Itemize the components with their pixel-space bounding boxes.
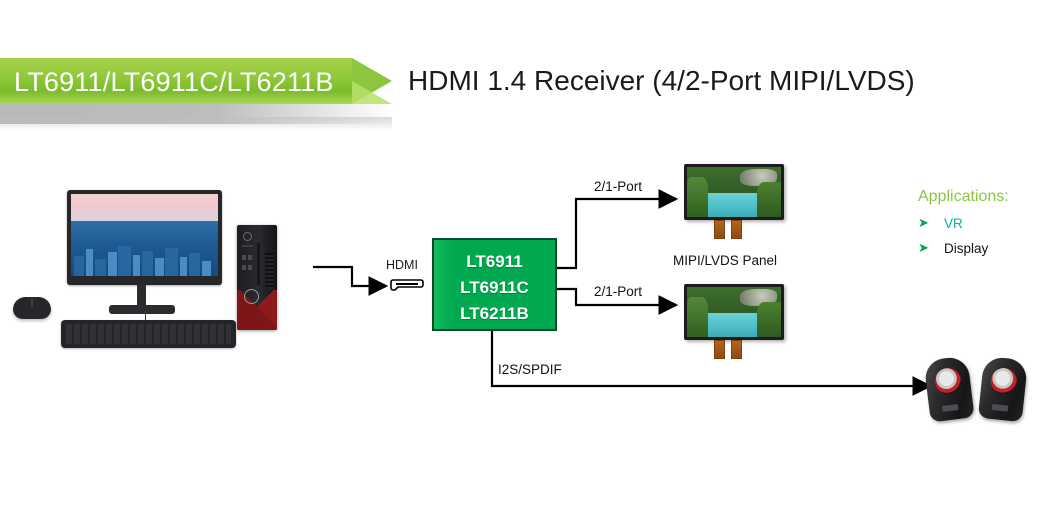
banner-shadow-fade <box>0 117 392 131</box>
banner-arrow-tip-highlight <box>352 81 392 104</box>
monitor-stand-neck <box>137 285 146 307</box>
speaker-cone <box>989 366 1019 396</box>
arrow-bullet-icon: ➤ <box>918 240 929 255</box>
application-item-display: ➤ Display <box>918 240 1038 256</box>
hdmi-label: HDMI <box>386 258 418 272</box>
application-label: Display <box>944 240 989 256</box>
panel-caption: MIPI/LVDS Panel <box>673 253 778 268</box>
desktop-tower <box>237 225 277 330</box>
speaker-left <box>923 355 975 423</box>
monitor-screen <box>71 194 218 276</box>
panel-flex-cable <box>731 220 742 239</box>
monitor <box>67 190 222 285</box>
mouse <box>13 297 51 319</box>
power-button-icon <box>243 232 252 241</box>
arrow-bullet-icon: ➤ <box>918 215 929 230</box>
banner-body <box>0 58 352 104</box>
panel-flex-cable <box>714 340 725 359</box>
application-label: VR <box>944 215 963 231</box>
mipi-lvds-panel-top <box>684 164 784 239</box>
mipi-lvds-panel-bottom <box>684 284 784 359</box>
speakers-illustration <box>923 352 1035 424</box>
speaker-right <box>977 355 1029 423</box>
wire-pc-to-hdmi <box>313 265 389 296</box>
panel-flex-cable <box>731 340 742 359</box>
wire-label-out-bottom: 2/1-Port <box>594 284 643 299</box>
panel-flex-cable <box>714 220 725 239</box>
chip-line-1: LT6911 <box>466 252 523 271</box>
source-computer-illustration <box>5 180 277 355</box>
dell-logo <box>244 289 259 304</box>
applications-list: Applications: ➤ VR ➤ Display <box>918 188 1038 256</box>
wire-chip-to-panel-top <box>557 189 679 270</box>
chip-block-lt6911[interactable]: LT6911 LT6911C LT6211B <box>432 238 557 331</box>
wallpaper-buildings <box>71 238 218 276</box>
section-banner: LT6911/LT6911C/LT6211B <box>0 58 400 104</box>
wire-label-audio: I2S/SPDIF <box>498 362 562 377</box>
monitor-stand-base <box>109 305 175 314</box>
wire-label-out-top: 2/1-Port <box>594 179 643 194</box>
hdmi-port-icon <box>390 279 424 291</box>
banner-label: LT6911/LT6911C/LT6211B <box>14 67 334 97</box>
keyboard <box>61 320 236 348</box>
wallpaper-city <box>71 221 218 276</box>
application-item-vr: ➤ VR <box>918 215 1038 231</box>
speaker-cone <box>933 366 963 396</box>
page-title: HDMI 1.4 Receiver (4/2-Port MIPI/LVDS) <box>408 65 915 96</box>
chip-line-2: LT6911C <box>460 278 529 297</box>
applications-title: Applications: <box>918 188 1009 205</box>
chip-line-3: LT6211B <box>460 304 529 323</box>
